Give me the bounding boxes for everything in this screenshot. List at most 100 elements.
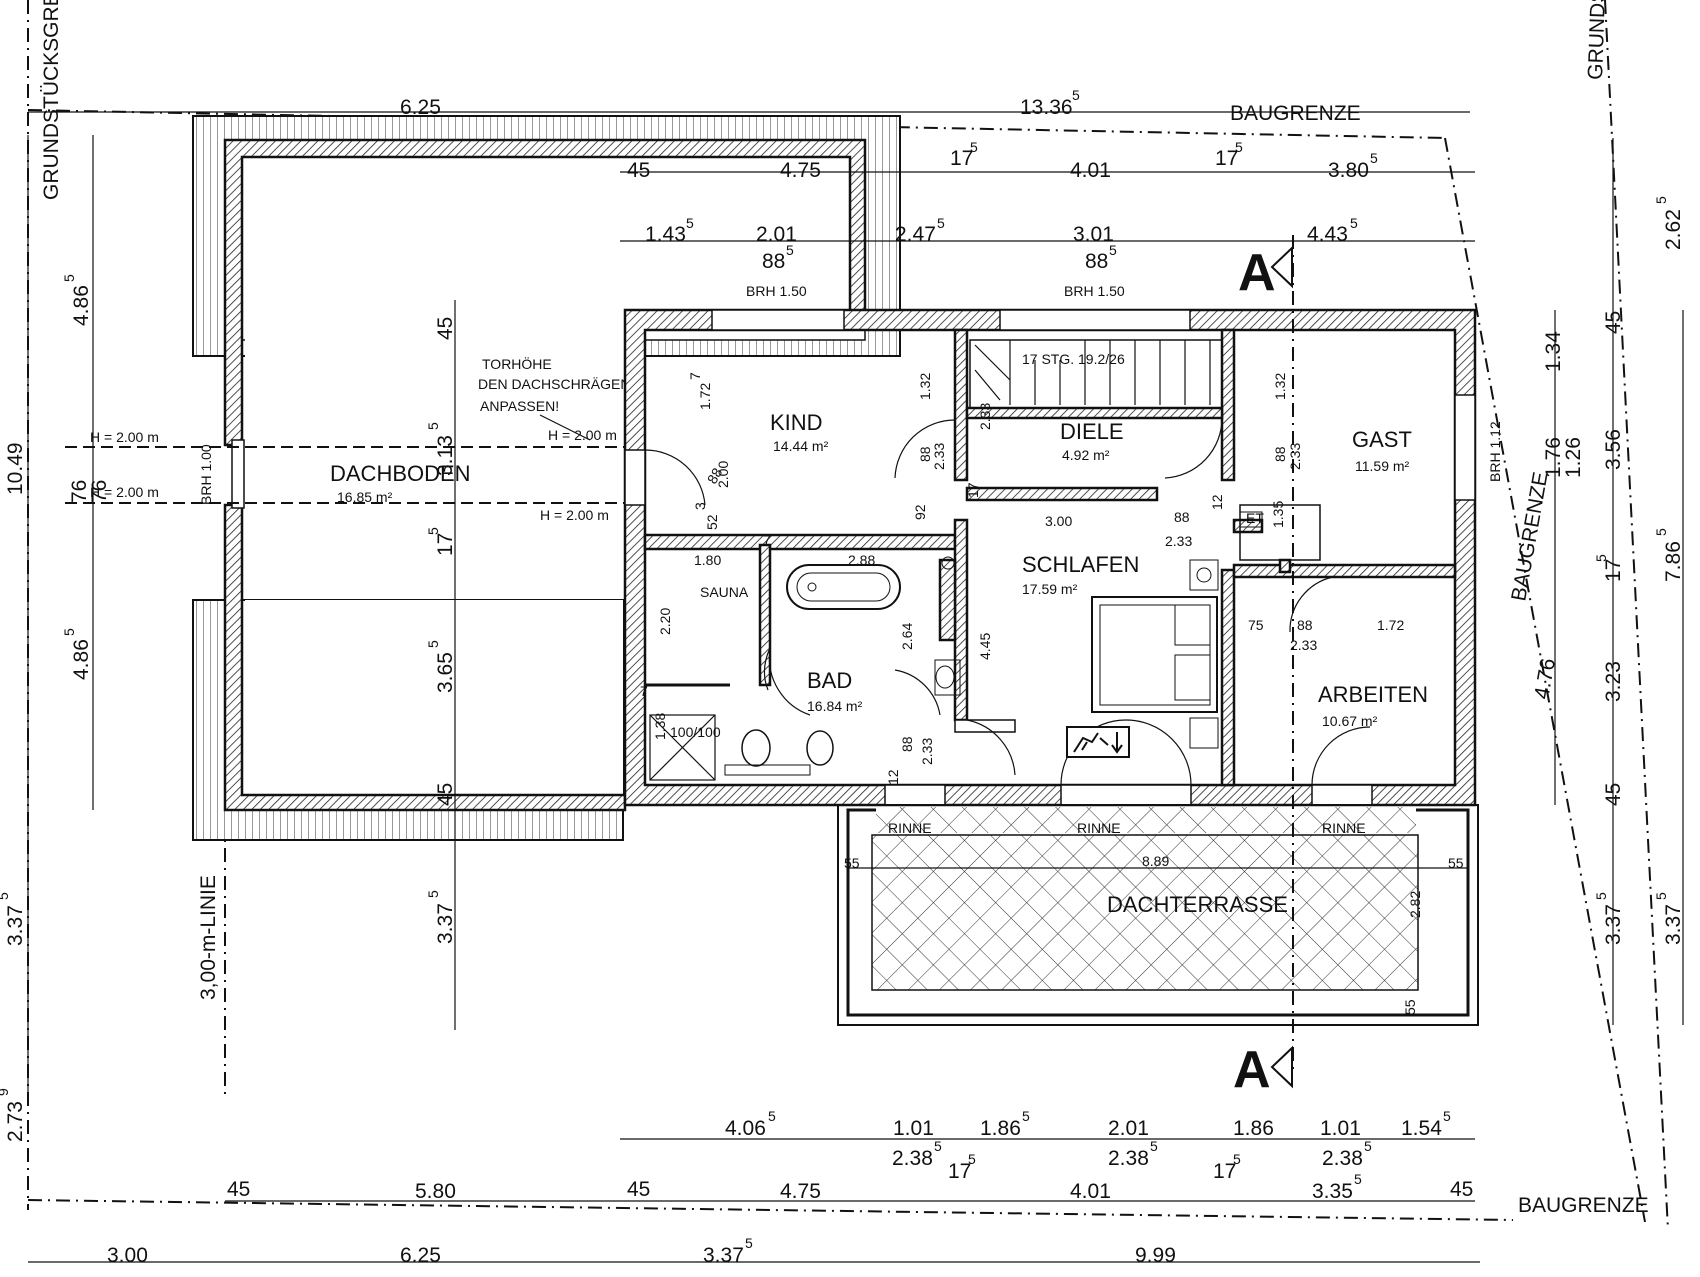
dim-b1-2385a: 2.38 [892, 1147, 933, 1170]
dim-kind-1727: 1.72 [697, 383, 713, 410]
bad-area: 16.84 m² [807, 698, 863, 714]
dim-r2-401: 4.01 [1070, 159, 1111, 182]
grundstuecksgrenze-label: GRUNDSTÜCKSGRENZE [40, 0, 63, 200]
dim-r-126: 1.26 [1562, 437, 1585, 478]
dim-b2-580: 5.80 [415, 1180, 456, 1203]
dim-r-134: 1.34 [1542, 331, 1565, 372]
dim-r-323: 3.23 [1602, 661, 1625, 702]
note-line-2: DEN DACHSCHRÄGEN [478, 376, 630, 392]
dim-r-7865: 7.86 [1662, 541, 1685, 582]
brh-150-label-1: BRH 1.50 [746, 283, 807, 299]
gast-area: 11.59 m² [1355, 458, 1410, 474]
dim-r-3375b-sup: 5 [1653, 892, 1669, 900]
dim-b1-101b: 1.01 [1320, 1117, 1361, 1140]
dim-l-4865a-sup: 5 [61, 274, 77, 282]
dim-b1-4065: 4.06 [725, 1117, 766, 1140]
linie-3m-label: 3,00-m-LINIE [197, 875, 220, 1000]
dim-b1-2385b-sup: 5 [1150, 1138, 1158, 1154]
dim-r3-885b: 88 [1085, 250, 1108, 273]
diele-area: 4.92 m² [1062, 447, 1110, 463]
dim-gast-2335: 2.33 [1287, 443, 1303, 470]
dim-kind-523-sup: 3 [692, 502, 708, 510]
dim-b2-45a: 45 [227, 1178, 250, 1201]
dim-b3-999: 9.99 [1135, 1244, 1176, 1267]
bad-name: BAD [807, 668, 852, 693]
dim-r-3375a: 3.37 [1602, 904, 1625, 945]
dim-arb-75: 75 [1248, 617, 1264, 633]
dim-m-3375-sup: 5 [425, 890, 441, 898]
baugrenze-label-bottom: BAUGRENZE [1518, 1194, 1649, 1217]
grundstueck-label-right: GRUNDSTÜ [1584, 0, 1611, 80]
dim-arb-2335: 2.33 [1290, 637, 1317, 653]
dim-m-175: 17 [434, 533, 457, 556]
dim-bad-4455: 4.45 [977, 633, 993, 660]
arbeiten-area: 10.67 m² [1322, 713, 1378, 729]
dim-kind-523: 52 [704, 514, 720, 530]
dim-r2-175b-sup: 5 [1235, 139, 1243, 155]
dims-inner: 1.72 7 1.32 2.00 88 52 3 7 92 2.33 88 2.… [640, 372, 1464, 1015]
kind-area: 14.44 m² [773, 438, 829, 454]
dachterrasse-name: DACHTERRASSE [1107, 892, 1288, 917]
dim-m-45a: 45 [434, 317, 457, 340]
dim-b1-175a-sup: 5 [968, 1151, 976, 1167]
dims-top: 6.25 13.36 5 45 4.75 17 5 4.01 17 5 3.80… [400, 87, 1378, 273]
dim-diele-2335a: 2.33 [977, 403, 993, 430]
brh-112-label: BRH 1.12 [1487, 421, 1503, 482]
dim-13365: 13.36 [1020, 96, 1073, 119]
dim-r-175: 17 [1602, 559, 1625, 582]
bed [1091, 596, 1218, 713]
dim-r3-2475-sup: 5 [937, 215, 945, 231]
dims-left: 10.49 4.86 5 4.86 5 76 76 3.37 5 2.73 9 … [0, 274, 457, 1142]
baugrenze-label-top: BAUGRENZE [1230, 102, 1361, 125]
dim-l-2739: 2.73 [4, 1101, 27, 1142]
dim-r2-3805-sup: 5 [1370, 150, 1378, 166]
dim-ter-2825: 2.82 [1407, 891, 1423, 918]
dim-m-3135-sup: 5 [425, 422, 441, 430]
dim-m-3375: 3.37 [434, 903, 457, 944]
dim-b1-186: 1.86 [1233, 1117, 1274, 1140]
dim-l-4865b: 4.86 [70, 639, 93, 680]
dim-r2-475: 4.75 [780, 159, 821, 182]
dim-r-45a: 45 [1602, 311, 1625, 334]
dimension-lines [27, 111, 1684, 1263]
dim-bad-288: 2.88 [848, 552, 875, 568]
et-label: ET [1246, 510, 1264, 526]
dim-m-45b: 45 [434, 783, 457, 806]
dim-bad-7: 7 [640, 683, 648, 699]
dim-b1-2385c-sup: 5 [1364, 1138, 1372, 1154]
dim-r-3375b: 3.37 [1662, 904, 1685, 945]
dim-diele-885a: 88 [917, 446, 933, 462]
dim-r2-175b: 17 [1215, 147, 1238, 170]
dim-ter-55c: 55 [1402, 999, 1418, 1015]
dim-b1-2385c: 2.38 [1322, 1147, 1363, 1170]
rinne-label-1: RINNE [888, 820, 932, 836]
dim-bad-1385: 1.38 [652, 713, 668, 740]
dim-b1-2385a-sup: 5 [934, 1138, 942, 1154]
dim-b3-300: 3.00 [107, 1244, 148, 1267]
dim-schl-300: 3.00 [1045, 513, 1072, 529]
dim-bad-180: 1.80 [694, 552, 721, 568]
dim-bad-220: 2.20 [657, 608, 673, 635]
dim-b2-45c: 45 [1450, 1178, 1473, 1201]
dim-l-3375: 3.37 [4, 905, 27, 946]
dim-kind-1727-sup: 7 [687, 372, 703, 380]
dim-diele-2335b: 2.33 [931, 443, 947, 470]
dim-625: 6.25 [400, 96, 441, 119]
roof-terrace: DACHTERRASSE RINNE RINNE RINNE [837, 804, 1479, 1026]
dim-r3-201: 2.01 [756, 223, 797, 246]
furniture: ET 100/100 [645, 504, 1321, 781]
dachboden-name: DACHBODEN [330, 461, 471, 486]
torhoehe-note: TORHÖHE DEN DACHSCHRÄGEN ANPASSEN! [478, 355, 630, 441]
dim-r2-45: 45 [627, 159, 650, 182]
dim-r3-4435-sup: 5 [1350, 215, 1358, 231]
note-line-3: ANPASSEN! [480, 398, 559, 414]
dim-kind-925: 92 [912, 504, 928, 520]
dim-l-3375-sup: 5 [0, 892, 11, 900]
building-walls [623, 308, 1477, 807]
dim-ter-889: 8.89 [1142, 853, 1169, 869]
dim-r3-2475: 2.47 [895, 223, 936, 246]
dim-b1-1865: 1.86 [980, 1117, 1021, 1140]
h200-label-1: H = 2.00 m [90, 429, 159, 445]
dim-arb-885: 88 [1297, 617, 1313, 633]
dim-r-2625-sup: 5 [1653, 196, 1669, 204]
